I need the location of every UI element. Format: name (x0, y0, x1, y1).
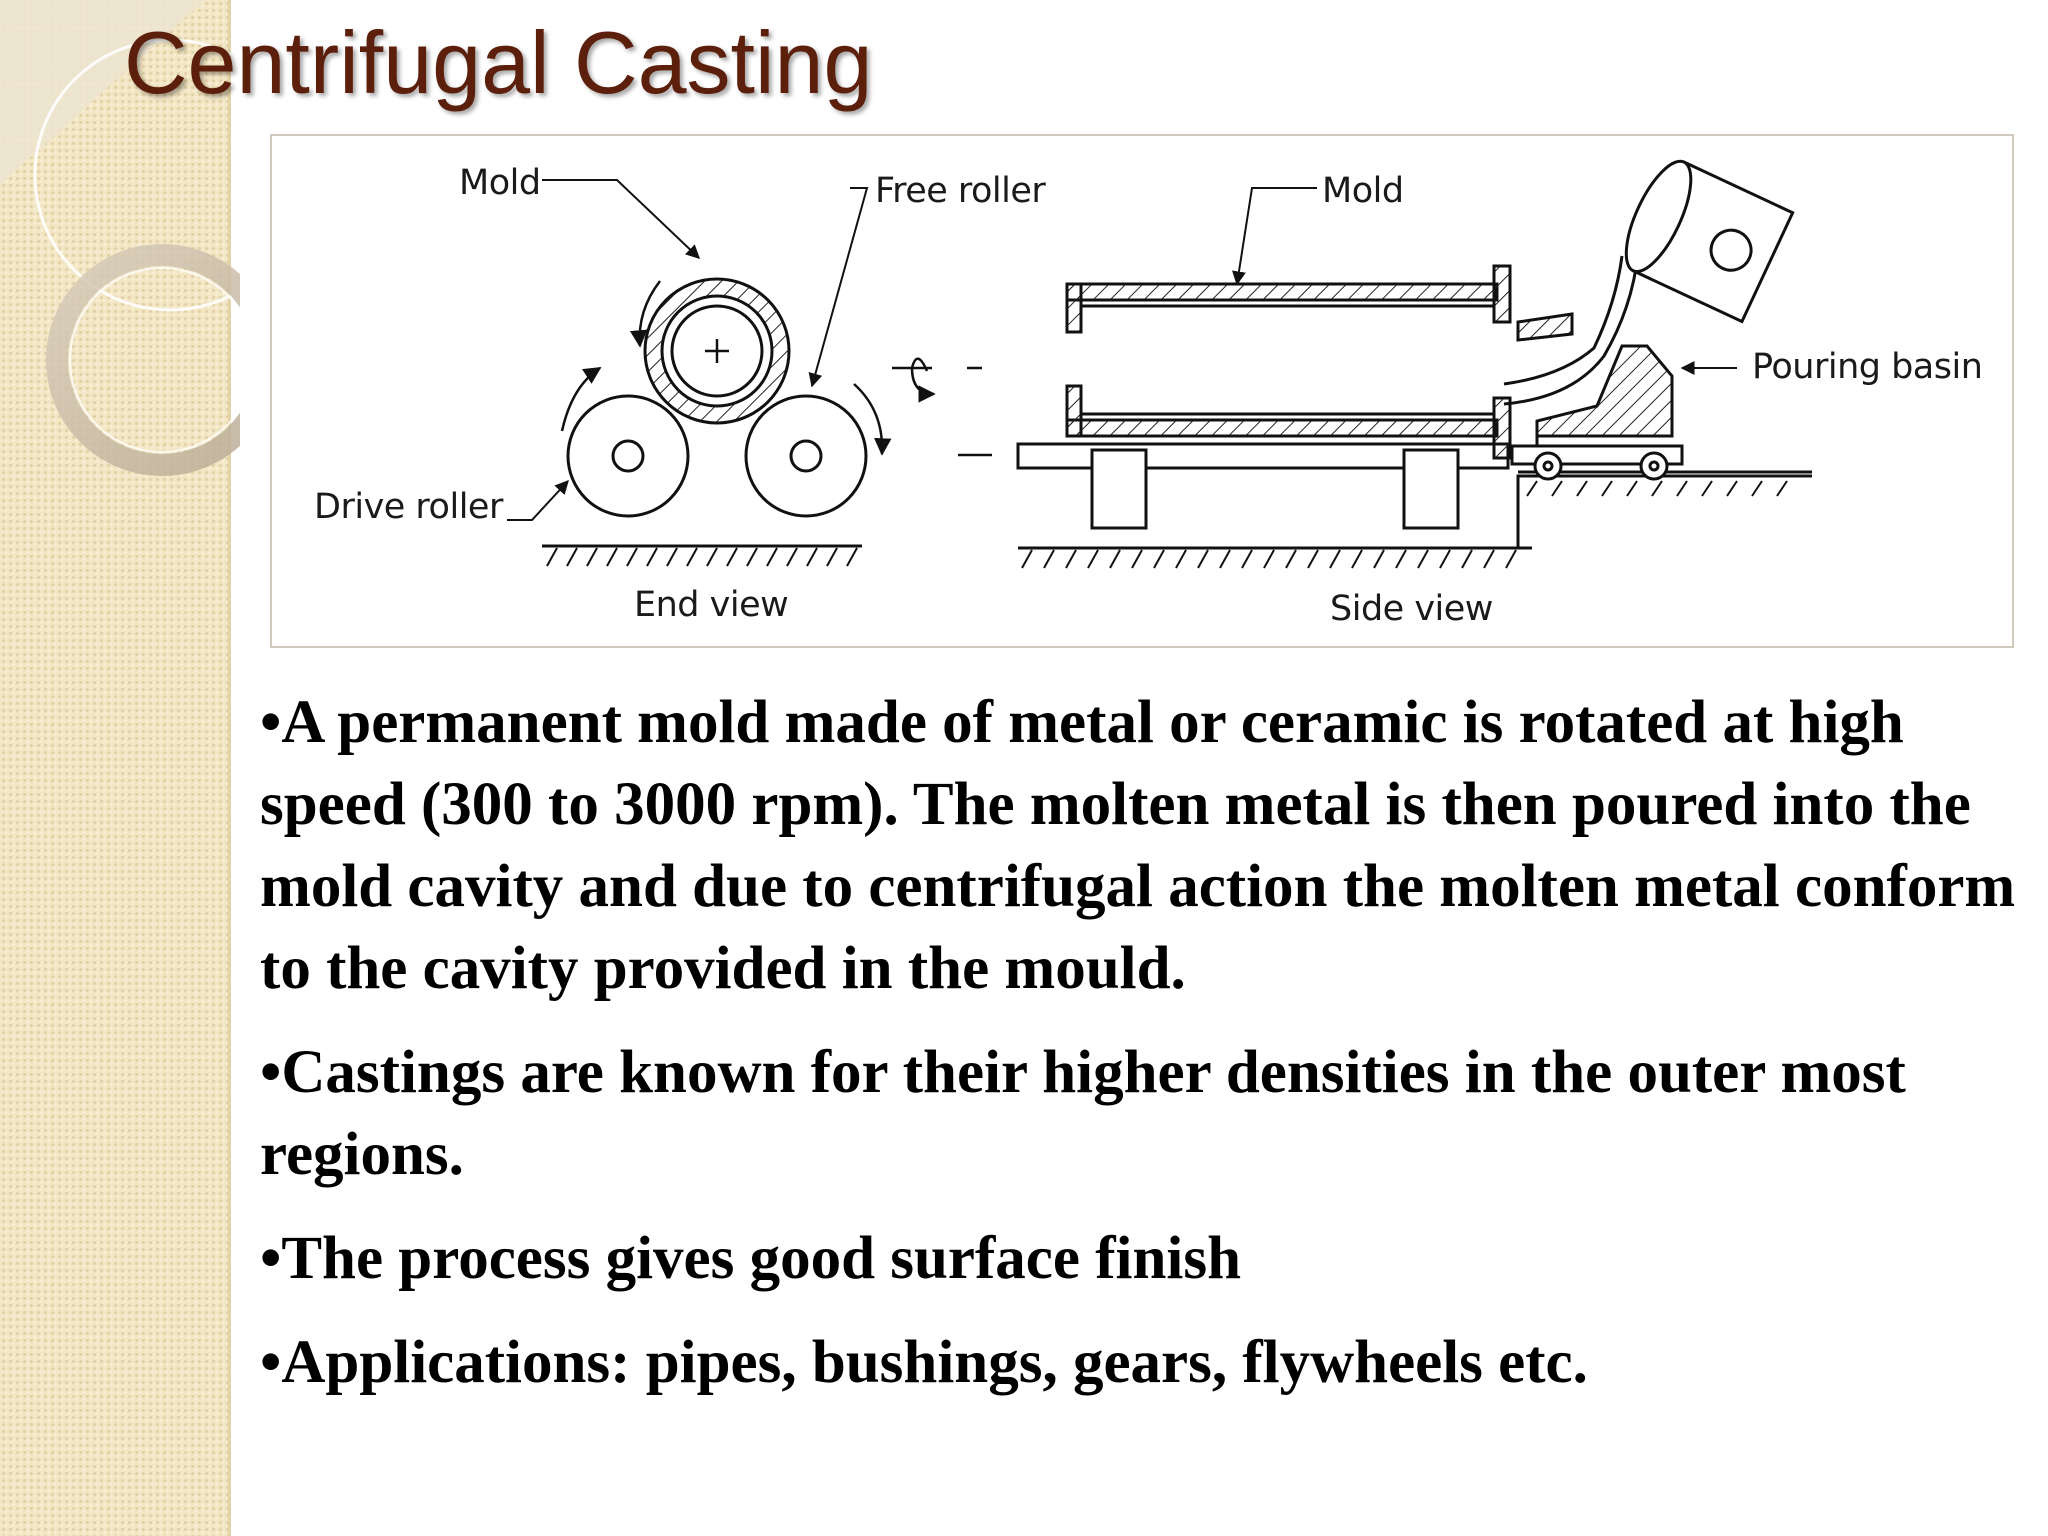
bullet-marker: • (260, 1039, 282, 1106)
bullet-text: The process gives good surface finish (281, 1225, 1242, 1292)
label-end-view: End view (634, 585, 789, 625)
diagram-drawing (507, 159, 1812, 569)
decorative-rings (0, 0, 240, 476)
label-side-view: Side view (1330, 589, 1493, 629)
side-view-drawing (892, 159, 1812, 569)
bullet-item: •The process gives good surface finish (260, 1218, 2040, 1300)
label-pouring-basin: Pouring basin (1752, 347, 1983, 387)
bullet-marker: • (260, 1225, 282, 1292)
bullet-list: •A permanent mold made of metal or ceram… (260, 682, 2040, 1426)
bullet-marker: • (260, 1329, 282, 1396)
bullet-item: •A permanent mold made of metal or ceram… (260, 682, 2040, 1010)
bullet-text: A permanent mold made of metal or cerami… (260, 689, 2016, 1002)
label-free-roller: Free roller (875, 171, 1046, 211)
bullet-item: •Applications: pipes, bushings, gears, f… (260, 1322, 2040, 1404)
centrifugal-casting-diagram: Mold Free roller Mold Pouring basin Driv… (270, 134, 2014, 648)
label-drive-roller: Drive roller (314, 487, 503, 527)
bullet-item: •Castings are known for their higher den… (260, 1032, 2040, 1196)
label-mold-side-view: Mold (1322, 171, 1404, 211)
bullet-marker: • (260, 689, 282, 756)
label-mold-end-view: Mold (459, 163, 541, 203)
end-view-drawing (507, 179, 892, 567)
bullet-text: Applications: pipes, bushings, gears, fl… (281, 1329, 1588, 1396)
bullet-text: Castings are known for their higher dens… (260, 1039, 1906, 1188)
slide-title: Centrifugal Casting (124, 13, 873, 112)
